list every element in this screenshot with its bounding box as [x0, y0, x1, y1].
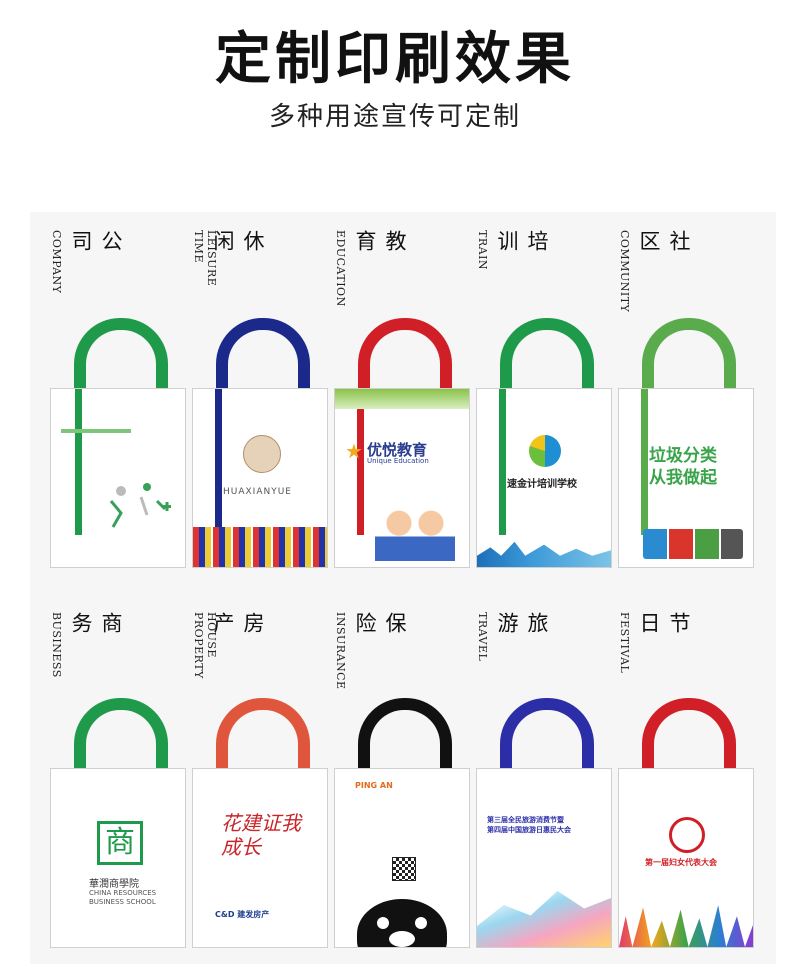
bag-festival[interactable]: 第一届妇女代表大会 — [618, 698, 754, 948]
bear-mascot-icon — [357, 899, 447, 947]
green-logo-strip — [61, 429, 131, 433]
category-en: TRAVEL — [476, 612, 489, 662]
category-en: BUSINESS — [50, 612, 63, 678]
bag-business[interactable]: 商 華潤商學院 CHINA RESOURCES BUSINESS SCHOOL — [50, 698, 186, 948]
wave-logo-icon — [529, 435, 561, 467]
portrait-emblem — [243, 435, 281, 473]
page-subtitle: 多种用途宣传可定制 — [268, 102, 521, 132]
bag-body: PING AN — [334, 768, 470, 948]
community-line2: 从我做起 — [649, 468, 717, 488]
travel-line1: 第三届全民旅游消费节暨 — [487, 816, 564, 824]
bag-strap — [641, 389, 648, 535]
bag-body: ★ 优悦教育 Unique Education — [334, 388, 470, 568]
property-slogan: 花建证我成长 — [221, 811, 301, 859]
bag-body — [50, 388, 186, 568]
travel-line2: 第四届中国旅游日惠民大会 — [487, 826, 571, 834]
category-en: TRAIN — [476, 230, 489, 271]
bag-body: 花建证我成长 C&D 建发房产 — [192, 768, 328, 948]
bear-muzzle — [389, 931, 415, 947]
bag-company[interactable] — [50, 318, 186, 568]
leisure-brand: HUAXIANYUE — [223, 487, 292, 497]
category-zh: 房产 — [211, 612, 265, 639]
category-zh: 旅游 — [495, 612, 549, 639]
category-en: EDUCATION — [334, 230, 347, 307]
category-zh: 教育 — [353, 230, 407, 257]
community-line1: 垃圾分类 — [649, 446, 717, 466]
qr-code-icon — [392, 857, 416, 881]
education-name: 优悦教育 — [367, 441, 428, 459]
bag-train[interactable]: 速金计培训学校 — [476, 318, 612, 568]
bag-strap — [499, 389, 506, 535]
bag-body: 垃圾分类 从我做起 — [618, 388, 754, 568]
category-en: HOUSE PROPERTY — [192, 612, 218, 679]
bear-eye-right — [415, 917, 427, 929]
category-zh: 培训 — [495, 230, 549, 257]
bag-education[interactable]: ★ 优悦教育 Unique Education — [334, 318, 470, 568]
kids-illustration — [375, 507, 455, 561]
bag-body: 速金计培训学校 — [476, 388, 612, 568]
property-brand: C&D 建发房产 — [215, 910, 270, 919]
festival-text: 第一届妇女代表大会 — [645, 858, 717, 867]
people-icon — [109, 483, 171, 528]
star-icon: ★ — [345, 439, 363, 463]
bag-travel[interactable]: 第三届全民旅游消费节暨 第四届中国旅游日惠民大会 — [476, 698, 612, 948]
category-en: COMMUNITY — [618, 230, 631, 313]
category-zh: 休闲 — [211, 230, 265, 257]
bag-body: 第三届全民旅游消费节暨 第四届中国旅游日惠民大会 — [476, 768, 612, 948]
page-title: 定制印刷效果 — [215, 27, 575, 92]
business-name: 華潤商學院 — [89, 879, 139, 890]
train-name: 速金计培训学校 — [507, 479, 577, 490]
category-en: LEISURE TIME — [192, 230, 218, 287]
travel-landscape — [477, 891, 611, 947]
category-en: COMPANY — [50, 230, 63, 294]
education-sub: Unique Education — [367, 457, 429, 465]
category-en: INSURANCE — [334, 612, 347, 690]
bag-strap — [357, 389, 364, 535]
category-zh: 节日 — [637, 612, 691, 639]
business-mark: 商 — [97, 821, 143, 865]
category-zh: 商务 — [69, 612, 123, 639]
crowd-pattern — [193, 527, 327, 567]
bag-insurance[interactable]: PING AN — [334, 698, 470, 948]
insurance-brand: PING AN — [355, 781, 393, 790]
leaf-border — [335, 389, 469, 409]
bag-body: 第一届妇女代表大会 — [618, 768, 754, 948]
bag-strap — [75, 389, 82, 535]
category-zh: 社区 — [637, 230, 691, 257]
business-en2: BUSINESS SCHOOL — [89, 898, 156, 906]
category-en: FESTIVAL — [618, 612, 631, 674]
bear-eye-left — [377, 917, 389, 929]
business-en1: CHINA RESOURCES — [89, 889, 157, 897]
category-zh: 公司 — [69, 230, 123, 257]
bag-strap — [215, 389, 222, 535]
emblem-icon — [669, 817, 705, 853]
bag-community[interactable]: 垃圾分类 从我做起 — [618, 318, 754, 568]
bag-body: HUAXIANYUE — [192, 388, 328, 568]
trash-bins — [643, 529, 743, 559]
category-zh: 保险 — [353, 612, 407, 639]
dancers-silhouette — [619, 905, 753, 947]
bag-property[interactable]: 花建证我成长 C&D 建发房产 — [192, 698, 328, 948]
bag-leisure[interactable]: HUAXIANYUE — [192, 318, 328, 568]
bag-body: 商 華潤商學院 CHINA RESOURCES BUSINESS SCHOOL — [50, 768, 186, 948]
city-skyline — [477, 541, 611, 567]
